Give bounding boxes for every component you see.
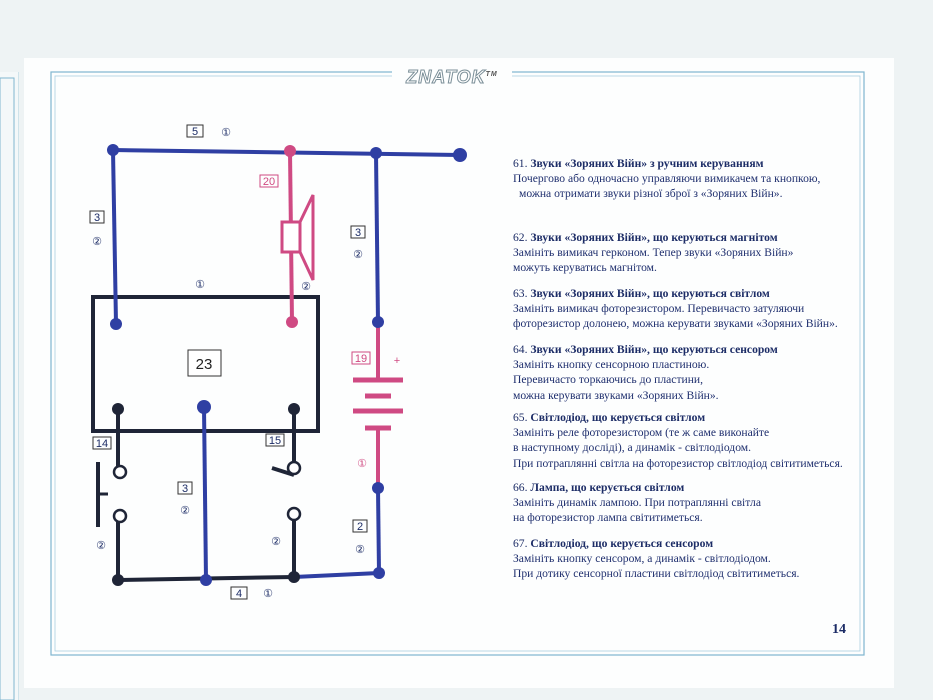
svg-text:19: 19 xyxy=(355,353,367,365)
svg-text:①: ① xyxy=(263,588,273,600)
instruction-66: 66. Лампа, що керується світлом Замініть… xyxy=(513,481,761,525)
block-number: 23 xyxy=(196,356,213,373)
brand-logo: ZNATOKTM xyxy=(392,64,512,88)
svg-text:①: ① xyxy=(195,279,205,291)
instruction-62: 62. Звуки «Зоряних Війн», що керуються м… xyxy=(513,231,794,275)
battery-icon xyxy=(353,377,403,431)
instruction-63: 63. Звуки «Зоряних Війн», що керуються с… xyxy=(513,287,838,331)
instruction-67: 67. Світлодіод, що керується сенсором За… xyxy=(513,537,800,581)
svg-text:+: + xyxy=(394,355,400,367)
right-bottom-wire-label: 2 ② xyxy=(352,519,368,556)
block-number-box xyxy=(187,349,222,377)
svg-text:②: ② xyxy=(180,505,190,517)
svg-text:②: ② xyxy=(271,536,281,548)
speaker-icon xyxy=(280,194,315,281)
svg-text:5: 5 xyxy=(192,126,198,138)
wire-nodes xyxy=(107,144,467,586)
speaker-label: 20 ② xyxy=(259,174,311,293)
svg-text:15: 15 xyxy=(269,435,281,447)
instruction-65: 65. Світлодіод, що керується світлом Зам… xyxy=(513,411,843,470)
block-top-label: ① xyxy=(195,279,205,291)
svg-text:②: ② xyxy=(301,281,311,293)
svg-text:①: ① xyxy=(221,127,231,139)
svg-text:①: ① xyxy=(357,458,367,470)
booklet-page xyxy=(24,58,894,688)
top-wire-label: 5 ① xyxy=(186,124,231,139)
left-wire-label: 3 ② xyxy=(89,210,105,248)
svg-text:3: 3 xyxy=(94,212,100,224)
svg-text:②: ② xyxy=(92,236,102,248)
svg-text:②: ② xyxy=(353,249,363,261)
svg-text:②: ② xyxy=(355,544,365,556)
svg-text:2: 2 xyxy=(357,521,363,533)
right-wire-label: 3 ② xyxy=(350,225,366,261)
bottom-wire-label: 4 ① xyxy=(230,586,273,600)
svg-text:14: 14 xyxy=(96,438,108,450)
switch-icon xyxy=(286,460,302,522)
blue-wires xyxy=(111,148,461,581)
svg-text:3: 3 xyxy=(355,227,361,239)
instruction-64: 64. Звуки «Зоряних Війн», що керуються с… xyxy=(513,343,778,402)
svg-text:3: 3 xyxy=(182,483,188,495)
instruction-61: 61. Звуки «Зоряних Війн» з ручним керува… xyxy=(513,157,821,201)
middle-wire-label: 3 ② xyxy=(177,481,193,517)
page-number: 14 xyxy=(832,622,846,637)
push-button-icon xyxy=(96,462,128,527)
battery-label: 19 + ① xyxy=(351,351,400,470)
pink-wires xyxy=(288,150,380,488)
button-label: 14 ② xyxy=(92,436,112,552)
switch-label: 15 ② xyxy=(265,433,285,548)
svg-text:4: 4 xyxy=(236,588,242,600)
svg-text:20: 20 xyxy=(263,176,275,188)
svg-text:②: ② xyxy=(96,540,106,552)
